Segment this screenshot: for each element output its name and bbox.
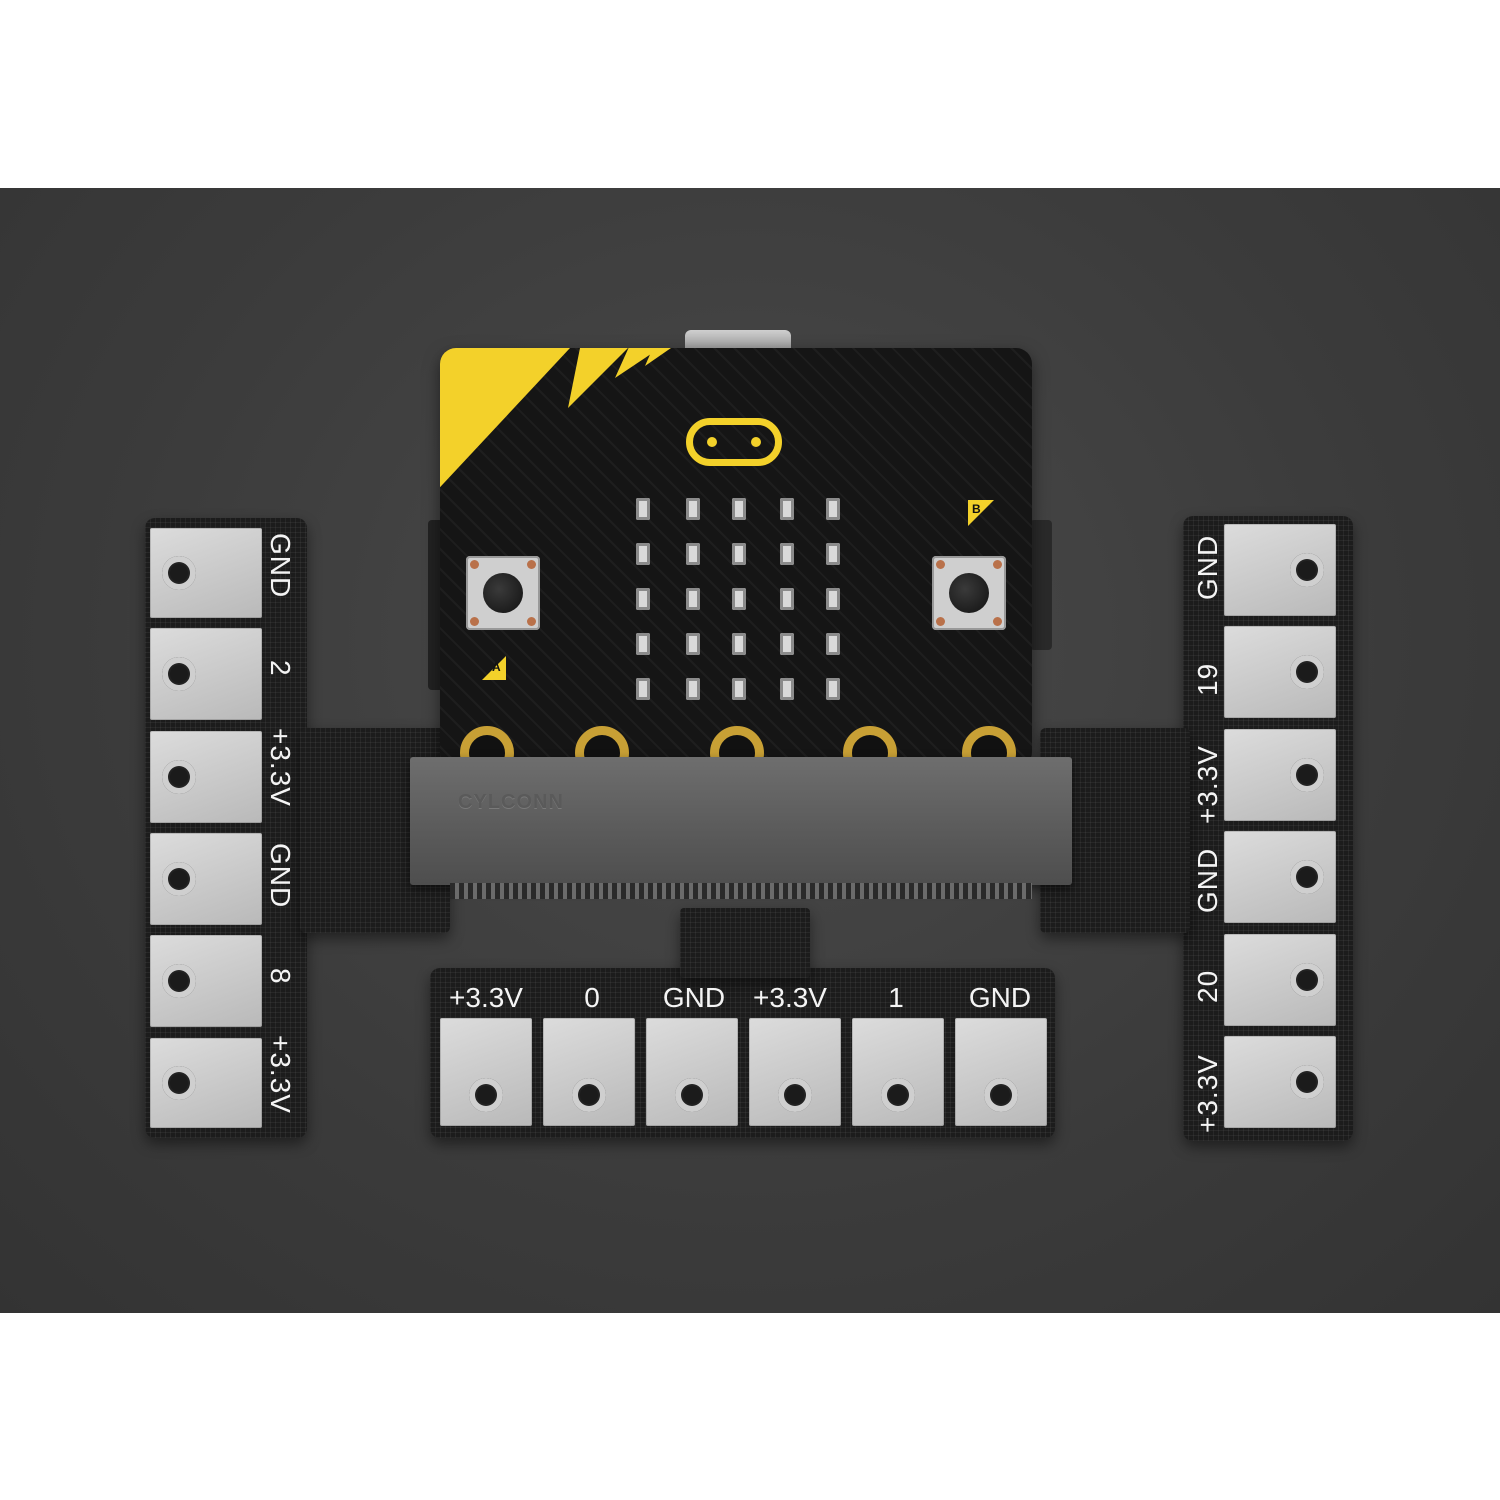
left-pad bbox=[150, 628, 262, 720]
led bbox=[636, 633, 650, 655]
led bbox=[732, 678, 746, 700]
bottom-pad bbox=[440, 1018, 532, 1126]
led bbox=[780, 633, 794, 655]
button-b[interactable] bbox=[932, 556, 1006, 630]
bottom-pad-label: GND bbox=[662, 982, 726, 1013]
bottom-pad bbox=[646, 1018, 738, 1126]
bottom-pad-label: +3.3V bbox=[449, 982, 523, 1013]
button-a-cap bbox=[483, 573, 523, 613]
connector-brand: CYLCONN bbox=[458, 791, 564, 813]
button-corner bbox=[936, 560, 945, 569]
left-pad bbox=[150, 1038, 262, 1128]
logo-dot bbox=[707, 437, 717, 447]
battery-connector bbox=[1030, 520, 1052, 650]
left-pad bbox=[150, 935, 262, 1027]
button-corner bbox=[470, 560, 479, 569]
bottom-pad bbox=[749, 1018, 841, 1126]
led bbox=[636, 588, 650, 610]
led bbox=[826, 633, 840, 655]
button-b-cap bbox=[949, 573, 989, 613]
bottom-breakout-strip bbox=[430, 968, 1055, 1138]
led bbox=[732, 633, 746, 655]
right-pad bbox=[1224, 1036, 1336, 1128]
right-breakout-strip bbox=[1183, 516, 1353, 1141]
button-corner bbox=[993, 617, 1002, 626]
led bbox=[780, 588, 794, 610]
edge-connector: CYLCONN bbox=[410, 757, 1072, 899]
left-pad bbox=[150, 731, 262, 823]
led bbox=[732, 588, 746, 610]
led bbox=[636, 498, 650, 520]
right-pad bbox=[1224, 934, 1336, 1026]
led bbox=[826, 543, 840, 565]
led bbox=[780, 498, 794, 520]
right-pad bbox=[1224, 524, 1336, 616]
logo-dot bbox=[751, 437, 761, 447]
led bbox=[826, 498, 840, 520]
led bbox=[780, 678, 794, 700]
button-corner bbox=[527, 617, 536, 626]
left-pad bbox=[150, 528, 262, 618]
led bbox=[686, 498, 700, 520]
button-corner bbox=[993, 560, 1002, 569]
bottom-pad-label: 1 bbox=[888, 982, 904, 1013]
led bbox=[732, 543, 746, 565]
led bbox=[686, 678, 700, 700]
right-pad bbox=[1224, 626, 1336, 718]
bottom-bridge bbox=[680, 908, 810, 978]
bottom-pad-label: 0 bbox=[584, 982, 600, 1013]
bottom-pad bbox=[543, 1018, 635, 1126]
button-a-label: A bbox=[492, 660, 501, 674]
left-breakout-strip bbox=[145, 518, 307, 1138]
led bbox=[826, 588, 840, 610]
led bbox=[686, 633, 700, 655]
led bbox=[780, 543, 794, 565]
button-corner bbox=[936, 617, 945, 626]
led bbox=[732, 498, 746, 520]
led bbox=[686, 543, 700, 565]
bottom-pad bbox=[852, 1018, 944, 1126]
bottom-pad-label: GND bbox=[968, 982, 1032, 1013]
led bbox=[826, 678, 840, 700]
bottom-pad-label: +3.3V bbox=[753, 982, 827, 1013]
button-a[interactable] bbox=[466, 556, 540, 630]
microbit-logo bbox=[686, 418, 782, 466]
microbit-board: A B bbox=[440, 348, 1032, 768]
led bbox=[636, 678, 650, 700]
right-pad bbox=[1224, 831, 1336, 923]
button-corner bbox=[527, 560, 536, 569]
connector-pins bbox=[450, 883, 1032, 899]
bottom-pad bbox=[955, 1018, 1047, 1126]
button-b-label: B bbox=[972, 502, 981, 516]
led bbox=[636, 543, 650, 565]
button-corner bbox=[470, 617, 479, 626]
right-pad bbox=[1224, 729, 1336, 821]
left-pad bbox=[150, 833, 262, 925]
led bbox=[686, 588, 700, 610]
